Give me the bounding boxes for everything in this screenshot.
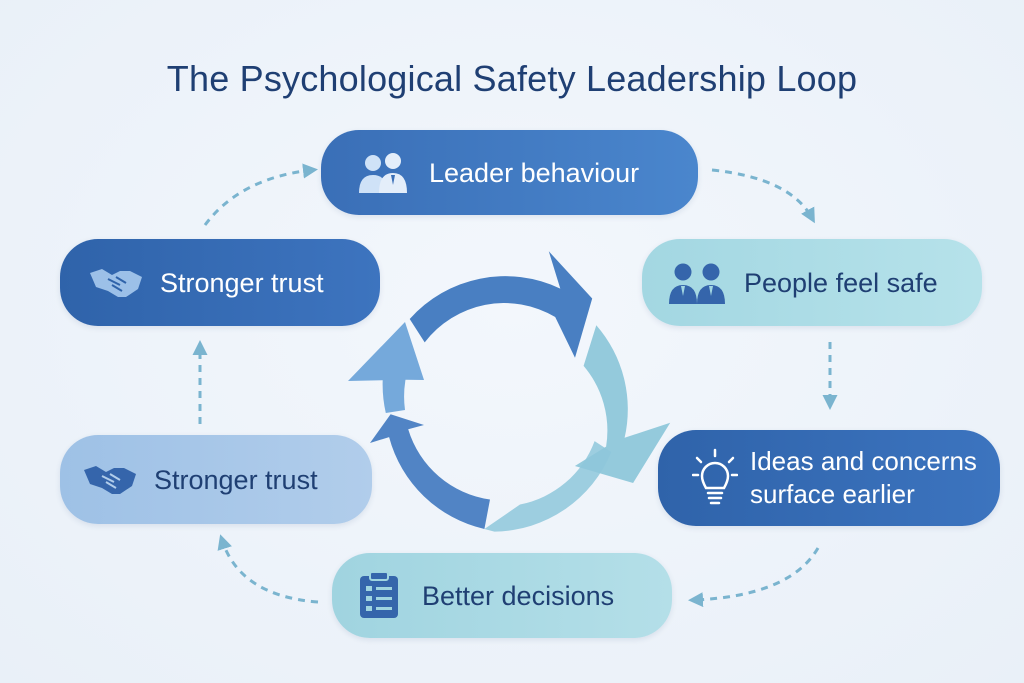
lightbulb-icon (692, 448, 738, 508)
cycle-arrow-right (574, 325, 671, 483)
page-title: The Psychological Safety Leadership Loop (166, 58, 858, 99)
node-leader-behaviour: Leader behaviour (321, 130, 698, 215)
people-icon (357, 151, 409, 195)
node-label: Leader behaviour (429, 157, 640, 188)
people-icon (668, 260, 726, 306)
node-label-line1: Ideas and concerns (750, 446, 977, 476)
connector-decisions-to-trust (217, 534, 319, 604)
handshake-icon (88, 263, 144, 303)
checklist-icon (358, 571, 400, 620)
node-better-decisions: Better decisions (332, 553, 672, 638)
node-stronger-trust-upper: Stronger trust (60, 239, 380, 326)
node-label-line2: surface earlier (750, 479, 915, 509)
cycle-arrow-left (348, 322, 424, 413)
cycle-arrow-top (409, 251, 593, 358)
node-label: Better decisions (422, 580, 615, 611)
central-cycle-arrows (348, 251, 671, 532)
node-stronger-trust-lower: Stronger trust (60, 435, 372, 524)
connector-leader-to-safe (711, 168, 815, 224)
node-people-feel-safe: People feel safe (642, 239, 982, 326)
node-label: Stronger trust (154, 464, 318, 495)
node-label: Ideas and concerns surface earlier (750, 445, 977, 511)
node-ideas-surface-earlier: Ideas and concerns surface earlier (658, 430, 1000, 526)
node-label: Stronger trust (160, 267, 324, 298)
node-label: People feel safe (744, 267, 938, 298)
handshake-icon (82, 460, 138, 500)
cycle-arrow-bottom (484, 441, 612, 532)
connector-ideas-to-decisions (688, 547, 820, 608)
connector-trust-to-leader (203, 163, 318, 226)
cycle-arrow-bottom-left (370, 414, 490, 529)
